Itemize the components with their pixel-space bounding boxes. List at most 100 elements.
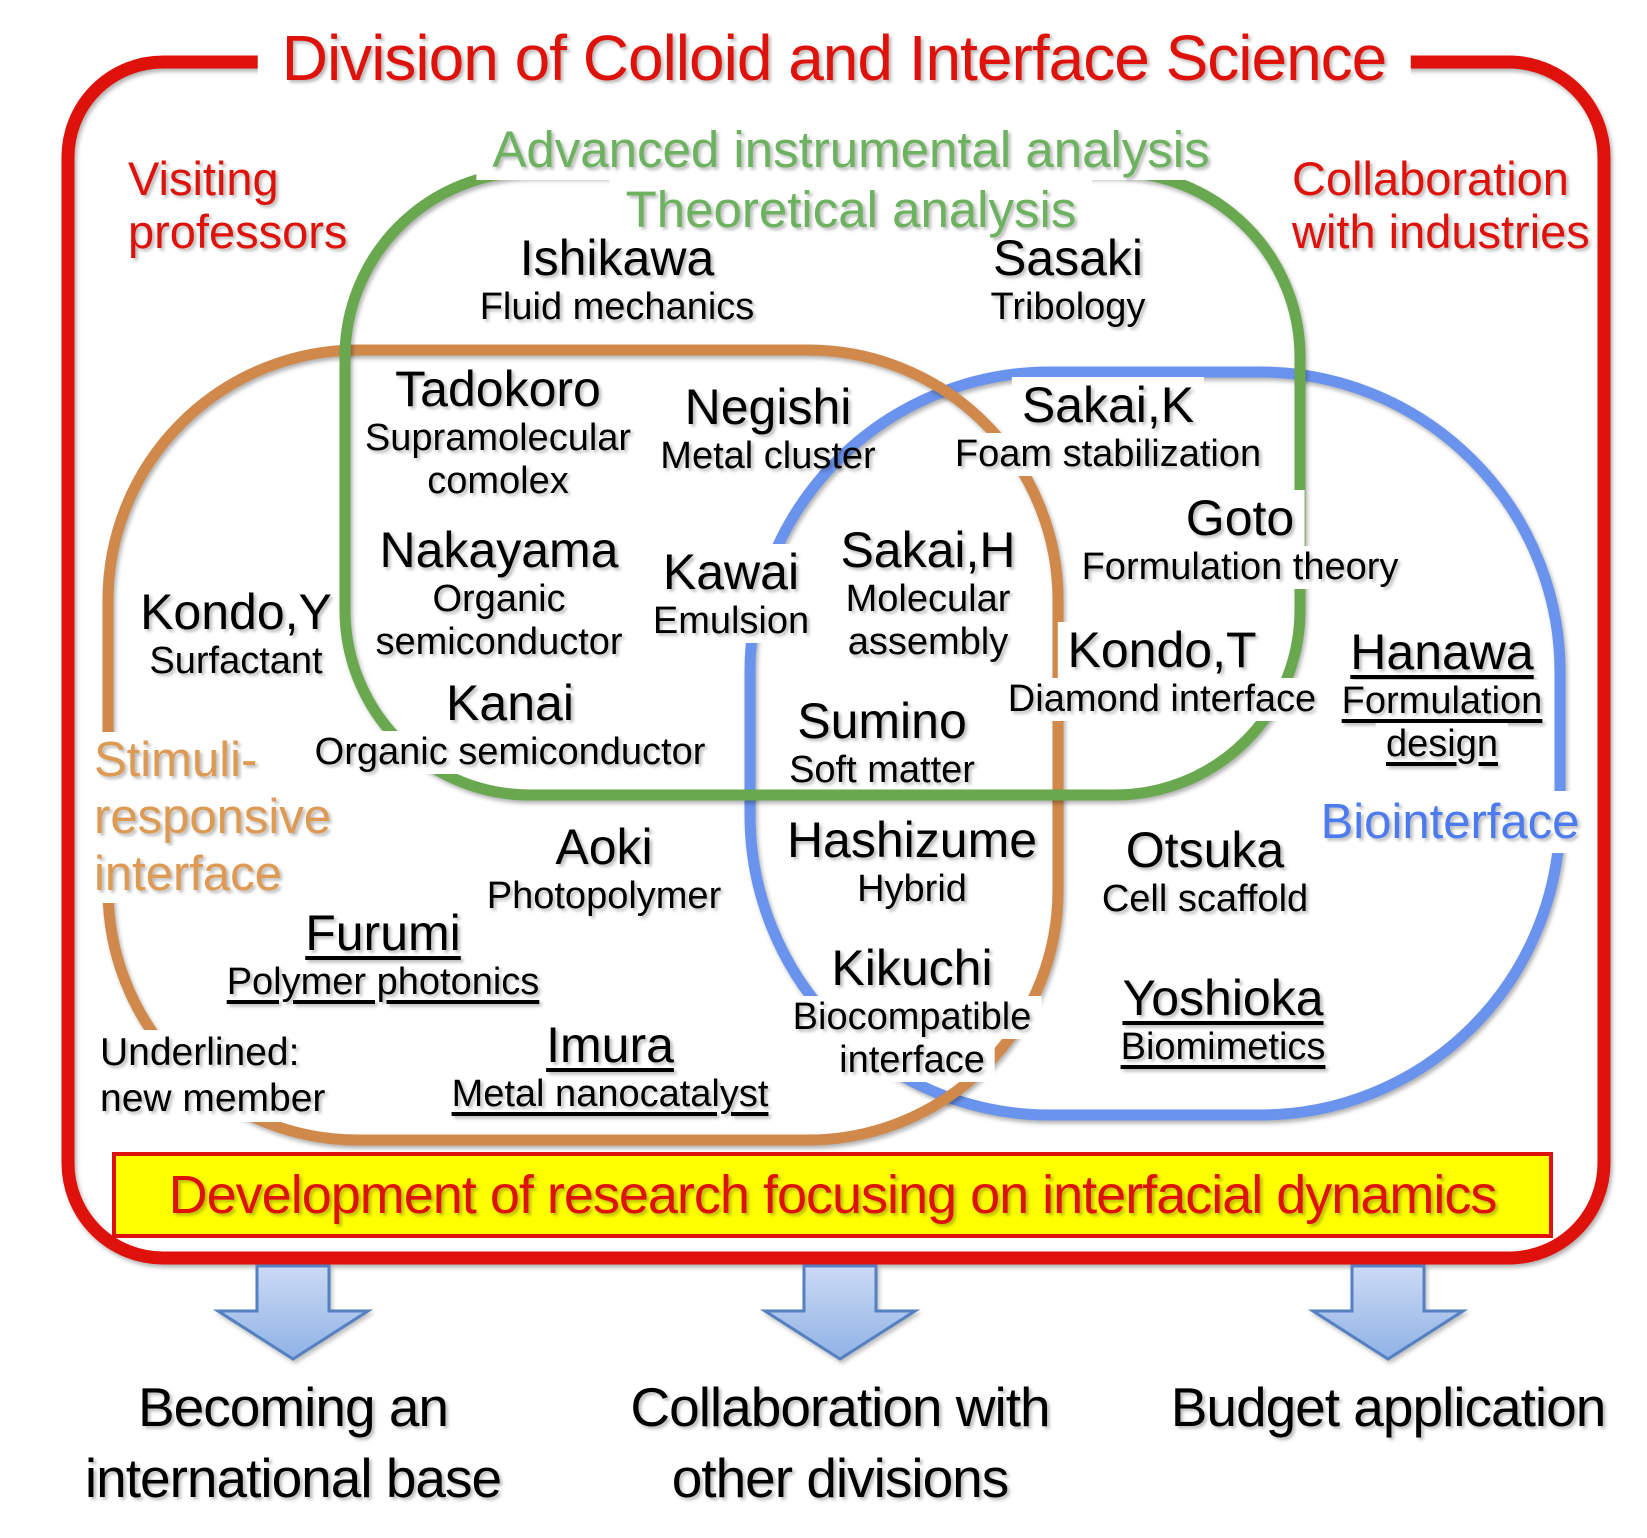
stimuli-group-line: interface bbox=[85, 846, 291, 903]
analysis-group-line: Theoretical analysis bbox=[609, 180, 1093, 240]
researcher-name: Ishikawa bbox=[519, 230, 715, 286]
researcher-specialty: semiconductor bbox=[375, 621, 623, 663]
analysis-group-line: Advanced instrumental analysis bbox=[476, 120, 1226, 180]
researcher-specialty: interface bbox=[829, 1039, 995, 1082]
industry-collaboration-line: with industries bbox=[1292, 205, 1590, 258]
researcher-specialty: Formulation bbox=[1331, 680, 1553, 723]
researcher-name: Hashizume bbox=[786, 812, 1038, 868]
researcher-name: Kondo,T bbox=[1057, 622, 1267, 678]
researcher-name: Sakai,K bbox=[1011, 377, 1205, 433]
researcher-name: Sasaki bbox=[992, 230, 1144, 286]
researcher-specialty: Supramolecular bbox=[364, 417, 632, 459]
researcher-name: Hanawa bbox=[1340, 624, 1544, 680]
researcher-specialty: comolex bbox=[427, 460, 569, 502]
outcome-label-line: Budget application bbox=[1170, 1376, 1607, 1438]
banner-box: Development of research focusing on inte… bbox=[112, 1152, 1553, 1238]
researcher-specialty: Emulsion bbox=[642, 600, 820, 643]
researcher-name: Kanai bbox=[436, 675, 584, 731]
outcome-label-line: international base bbox=[84, 1447, 502, 1509]
researcher-name: Furumi bbox=[305, 905, 461, 961]
researcher-specialty: Fluid mechanics bbox=[479, 286, 755, 328]
researcher-name: Kondo,Y bbox=[140, 584, 332, 640]
researcher-name: Kawai bbox=[652, 544, 810, 600]
researcher-name: Negishi bbox=[684, 379, 852, 435]
biointerface-group-outline bbox=[744, 366, 1566, 1121]
visiting-professors-line: professors bbox=[128, 205, 348, 258]
researcher-specialty: Metal cluster bbox=[660, 435, 876, 477]
industry-collaboration-label: Collaboration with industries bbox=[1292, 152, 1590, 258]
researcher-name: Sumino bbox=[797, 693, 967, 749]
researcher-specialty: Cell scaffold bbox=[1101, 878, 1309, 920]
industry-collaboration-line: Collaboration bbox=[1292, 152, 1569, 205]
outcome-label: Becoming an international base bbox=[84, 1372, 502, 1514]
visiting-professors-line: Visiting bbox=[128, 152, 279, 205]
researcher-specialty: Metal nanocatalyst bbox=[451, 1073, 769, 1115]
banner-text: Development of research focusing on inte… bbox=[168, 1165, 1498, 1225]
researcher-specialty: Surfactant bbox=[149, 640, 323, 682]
researcher-specialty: Biocompatible bbox=[782, 996, 1042, 1039]
researcher-specialty: Formulation theory bbox=[1071, 546, 1409, 589]
researcher-specialty: Molecular bbox=[835, 578, 1021, 621]
researcher-specialty: Diamond interface bbox=[997, 678, 1327, 721]
outcome-label: Collaboration with other divisions bbox=[630, 1372, 1050, 1514]
visiting-professors-label: Visiting professors bbox=[128, 152, 347, 258]
page-title: Division of Colloid and Interface Scienc… bbox=[257, 19, 1411, 97]
researcher-specialty: Foam stabilization bbox=[944, 433, 1272, 476]
outcome-label-line: Becoming an bbox=[137, 1376, 449, 1438]
outcome-label: Budget application bbox=[1170, 1372, 1607, 1443]
down-arrow bbox=[759, 1264, 921, 1361]
researcher-name: Sakai,H bbox=[830, 522, 1026, 578]
outcome-label-line: other divisions bbox=[671, 1447, 1010, 1509]
researcher-name: Tadokoro bbox=[395, 361, 601, 417]
stimuli-group-line: Stimuli- bbox=[85, 732, 267, 789]
stimuli-group-line: responsive bbox=[85, 789, 340, 846]
researcher-name: Nakayama bbox=[379, 522, 619, 578]
researcher-name: Aoki bbox=[555, 819, 653, 875]
researcher-name: Imura bbox=[546, 1017, 674, 1073]
biointerface-group-label: Biointerface bbox=[1306, 791, 1594, 853]
researcher-specialty: Polymer photonics bbox=[226, 961, 540, 1003]
researcher-specialty: Tribology bbox=[990, 286, 1146, 328]
researcher-specialty: Organic semiconductor bbox=[304, 731, 716, 774]
researcher-name: Otsuka bbox=[1125, 822, 1285, 878]
researcher-specialty: assembly bbox=[837, 621, 1019, 664]
underline-legend-line: Underlined: bbox=[92, 1030, 308, 1076]
researcher-name: Yoshioka bbox=[1122, 970, 1324, 1026]
researcher-name: Goto bbox=[1175, 490, 1305, 546]
stimuli-group-label: Stimuli- responsive interface bbox=[85, 732, 340, 903]
researcher-specialty: Photopolymer bbox=[486, 875, 722, 917]
researcher-specialty: Hybrid bbox=[857, 868, 967, 910]
researcher-specialty: Organic bbox=[432, 578, 566, 620]
analysis-group-label: Advanced instrumental analysis Theoretic… bbox=[476, 120, 1226, 240]
researcher-specialty: Soft matter bbox=[789, 749, 975, 791]
underline-legend-note: Underlined: new member bbox=[92, 1030, 334, 1122]
researcher-specialty: Biomimetics bbox=[1120, 1026, 1326, 1068]
outcome-label-line: Collaboration with bbox=[630, 1376, 1050, 1438]
down-arrow bbox=[212, 1264, 374, 1361]
researcher-specialty: design bbox=[1376, 723, 1508, 766]
researcher-name: Kikuchi bbox=[821, 940, 1003, 996]
down-arrow bbox=[1307, 1264, 1469, 1361]
